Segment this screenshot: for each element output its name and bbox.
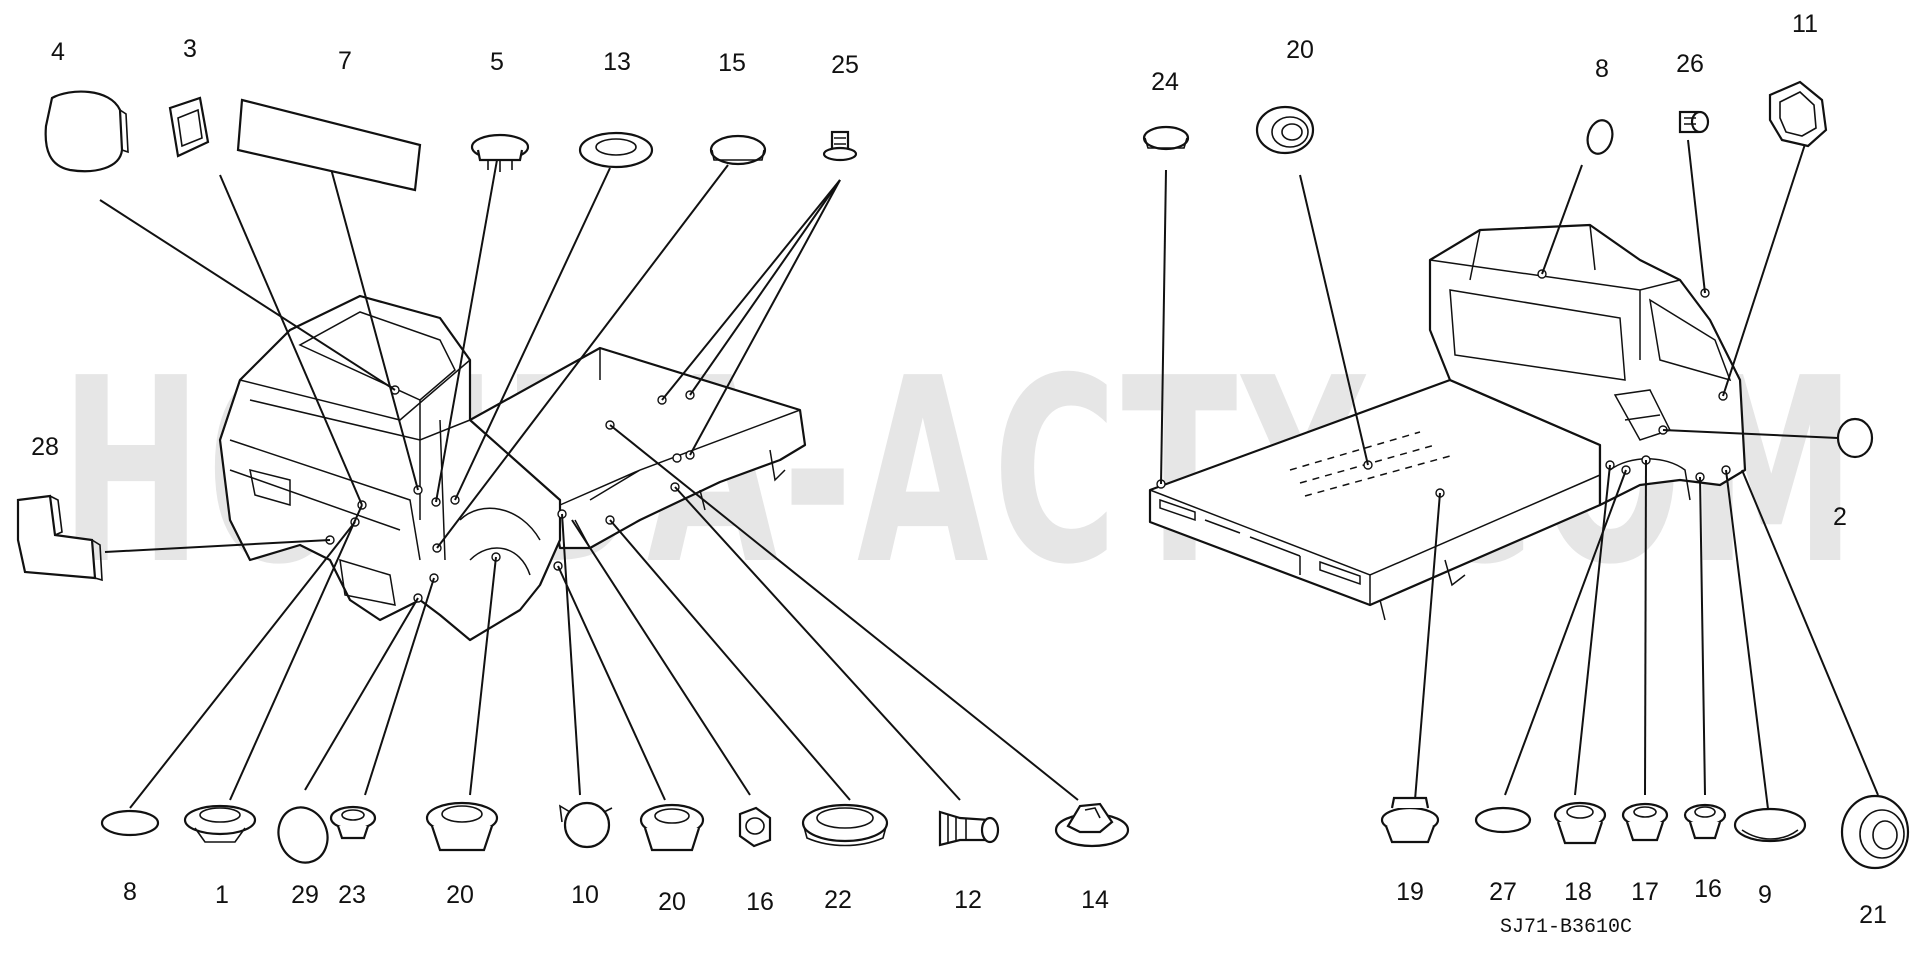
diagram-code: SJ71-B3610C: [1500, 916, 1632, 939]
part-18-grommet-icon: [1553, 801, 1607, 845]
part-11-grommet-icon: [1768, 80, 1828, 148]
callout-3: 3: [183, 35, 197, 63]
callout-2: 2: [1833, 503, 1847, 531]
part-17-grommet-icon: [1621, 802, 1669, 842]
callout-12: 12: [954, 886, 982, 914]
part-20-grommet-icon-c: [1255, 105, 1315, 155]
part-21-grommet-icon: [1840, 794, 1910, 870]
callout-26: 26: [1676, 50, 1704, 78]
callout-22: 22: [824, 886, 852, 914]
callout-14: 14: [1081, 886, 1109, 914]
part-23-grommet-icon: [329, 805, 377, 840]
part-19-grommet-icon: [1380, 796, 1440, 844]
callout-24: 24: [1151, 68, 1179, 96]
part-12-push-pin-icon: [938, 810, 1000, 847]
callout-13: 13: [603, 48, 631, 76]
callout-15: 15: [718, 49, 746, 77]
callout-16-b: 16: [1694, 875, 1722, 903]
callout-8-right: 8: [1595, 55, 1609, 83]
part-8-seal-icon-b: [1586, 119, 1614, 155]
part-22-grommet-icon: [801, 803, 889, 847]
callout-21: 21: [1859, 901, 1887, 929]
callout-labels: 4 3 7 5 13 15 25 28 8 1 29 23 20 10 20 1…: [31, 10, 1887, 929]
part-20-grommet-icon-b: [639, 803, 705, 852]
part-14-retainer-icon: [1054, 802, 1130, 848]
callout-4: 4: [51, 38, 65, 66]
callout-19: 19: [1396, 878, 1424, 906]
callout-29: 29: [291, 881, 319, 909]
part-7-tape-strip-icon: [236, 98, 422, 192]
part-3-grommet-icon: [168, 96, 210, 158]
part-1-grommet-icon: [183, 804, 257, 843]
leader-lines: [99, 134, 1879, 826]
part-20-grommet-icon: [425, 801, 499, 852]
callout-20-a: 20: [446, 881, 474, 909]
callout-23: 23: [338, 881, 366, 909]
callout-8-bottom: 8: [123, 878, 137, 906]
part-25-screw-icon: [822, 130, 858, 162]
part-4-oval-cover-icon: [44, 90, 129, 173]
callout-9: 9: [1758, 881, 1772, 909]
callout-27: 27: [1489, 878, 1517, 906]
callout-10: 10: [571, 881, 599, 909]
part-27-seal-icon: [1474, 806, 1532, 834]
part-8-seal-icon: [100, 809, 160, 837]
part-5-clip-plug-icon: [470, 133, 530, 172]
part-16-nut-icon: [738, 806, 772, 848]
callout-28: 28: [31, 433, 59, 461]
part-28-bracket-icon: [16, 494, 103, 582]
callout-5: 5: [490, 48, 504, 76]
part-26-screw-icon: [1678, 110, 1710, 134]
callout-25: 25: [831, 51, 859, 79]
callout-20-c: 20: [1286, 36, 1314, 64]
part-15-dome-plug-icon: [709, 134, 767, 166]
part-13-grommet-ring-icon: [578, 131, 654, 169]
callout-18: 18: [1564, 878, 1592, 906]
callout-7: 7: [338, 47, 352, 75]
part-9-plug-icon: [1733, 807, 1807, 843]
callout-1: 1: [215, 881, 229, 909]
callout-17: 17: [1631, 878, 1659, 906]
callout-20-b: 20: [658, 888, 686, 916]
part-24-plug-icon: [1142, 125, 1190, 151]
part-29-plug-icon: [277, 806, 329, 864]
part-16-nut-icon-b: [1683, 803, 1727, 840]
part-10-clip-icon: [559, 801, 613, 849]
callout-11: 11: [1792, 10, 1818, 38]
callout-16-a: 16: [746, 888, 774, 916]
part-2-seal-icon: [1836, 417, 1874, 459]
